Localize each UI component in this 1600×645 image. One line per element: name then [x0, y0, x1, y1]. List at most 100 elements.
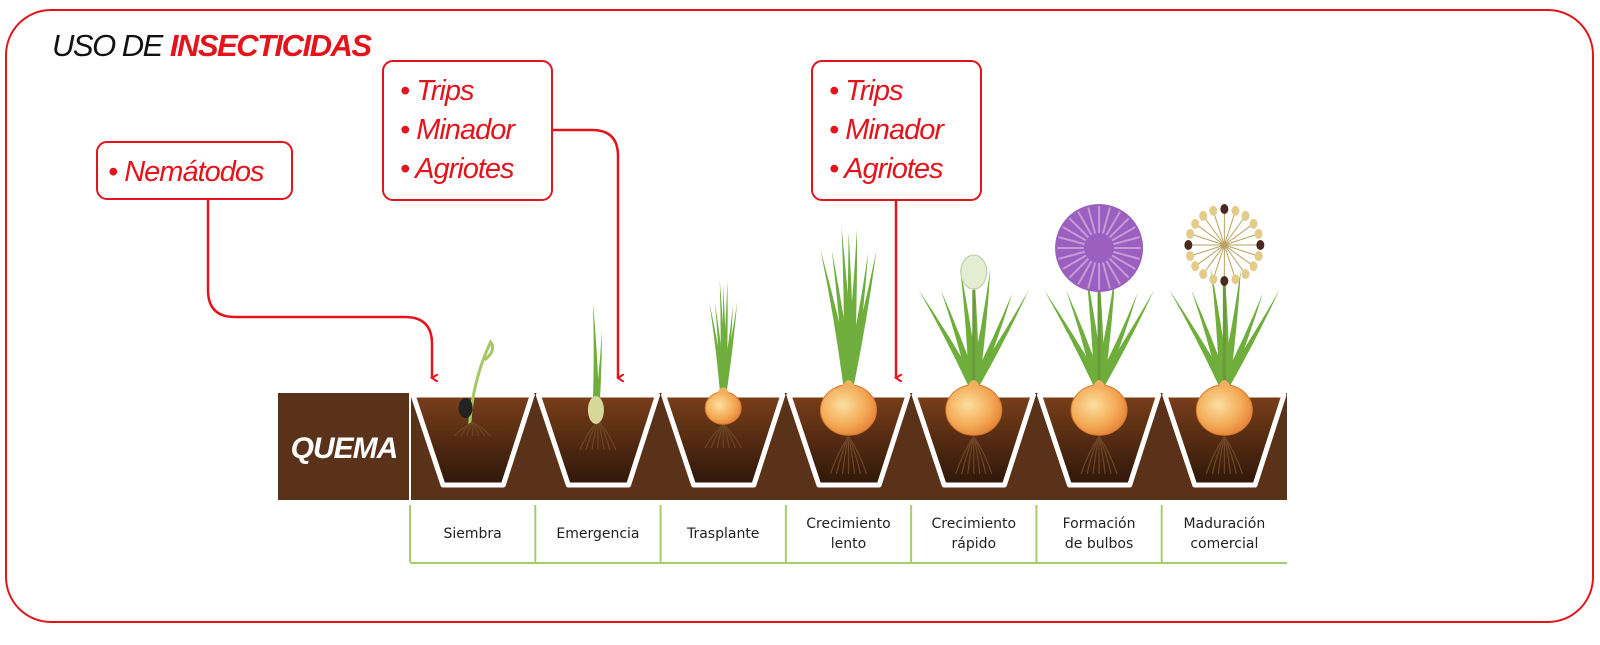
seed-pod [1191, 261, 1200, 272]
leaf [595, 330, 602, 400]
stage-text: rápido [951, 536, 996, 552]
title-prefix: USO DE [52, 28, 164, 63]
connector-arrow [206, 199, 432, 378]
callout-box [96, 141, 293, 200]
callout-emergencia: • Trips • Minador • Agriotes [382, 60, 618, 378]
stage-label-0: Siembra [409, 505, 502, 562]
leaf [968, 269, 991, 387]
pest-item: • Agriotes [829, 153, 943, 185]
root [1223, 435, 1231, 475]
seed-stalk [1224, 244, 1259, 257]
root [841, 435, 850, 475]
petal [1108, 257, 1130, 279]
flower-bud [960, 254, 988, 290]
stage-label-5: Formación de bulbos [1035, 505, 1136, 562]
seed-pod [1256, 240, 1265, 250]
petal [1111, 254, 1136, 270]
small-bulb [587, 396, 604, 424]
hole-outline [410, 392, 535, 488]
seed-pod [1241, 210, 1250, 221]
root [472, 421, 492, 437]
onion-bulb [820, 384, 877, 436]
callout-nematodos: • Nemátodos [96, 141, 432, 378]
root [1098, 435, 1106, 475]
root [716, 423, 724, 449]
seed-stalk [1223, 215, 1246, 246]
sprout [468, 339, 495, 426]
seed-pod [1209, 205, 1218, 216]
root [973, 435, 993, 475]
stage-text: Siembra [444, 526, 502, 542]
pest-item: • Minador [829, 114, 945, 146]
seed [458, 398, 473, 418]
pest-item: • Trips [829, 75, 903, 107]
outer-frame [5, 9, 1594, 623]
root [597, 419, 617, 451]
stage-label-1: Emergencia [534, 505, 640, 562]
onion-bulb [704, 391, 742, 425]
root [1223, 435, 1243, 475]
plant-stage-4 [918, 254, 1029, 475]
seed-stalk [1189, 233, 1225, 246]
root [1092, 435, 1100, 475]
petal [1087, 207, 1097, 234]
seed-stalk [1223, 244, 1236, 280]
stage-text: lento [831, 536, 866, 552]
petal [1105, 211, 1121, 236]
stage-text: Formación [1063, 516, 1136, 532]
stage-label-3: Crecimiento lento [784, 505, 891, 562]
root [1086, 435, 1100, 475]
seed-pod [1209, 274, 1218, 285]
bulb-neck [967, 380, 980, 387]
root [967, 435, 975, 475]
stage-text: de bulbos [1065, 536, 1133, 552]
pest-item: • Minador [400, 114, 516, 146]
root [1217, 435, 1225, 475]
plant-stage-5 [1044, 204, 1155, 475]
root [961, 435, 975, 475]
plant-stage-0 [454, 339, 495, 437]
onion-bulb [1195, 384, 1253, 436]
petal [1068, 257, 1090, 279]
petal [1108, 217, 1130, 239]
seed-stalk [1194, 223, 1225, 246]
root [847, 435, 856, 475]
root [847, 435, 868, 475]
petal [1068, 217, 1090, 239]
onion-bulb [1070, 384, 1128, 436]
stage-text: Crecimiento [806, 516, 891, 532]
plant-stage-3 [820, 227, 877, 475]
leaf [720, 302, 738, 395]
seed-stalk [1224, 244, 1254, 267]
bulb-neck [717, 387, 730, 393]
petal [1062, 226, 1087, 242]
seed-pod [1241, 269, 1250, 280]
seed-pod [1199, 210, 1208, 221]
pest-item: • Nemátodos [108, 156, 264, 188]
root [722, 423, 742, 449]
bulb-neck [842, 380, 855, 387]
seed-pod [1231, 274, 1240, 285]
root [835, 435, 850, 475]
stage-label-2: Trasplante [659, 505, 759, 562]
petal [1113, 250, 1140, 260]
seed-pod [1184, 240, 1193, 250]
seed-pod [1199, 269, 1208, 280]
seed-pod [1191, 218, 1200, 229]
plant-stage-6 [1169, 204, 1280, 475]
seed-pod [1186, 251, 1195, 262]
root [973, 435, 981, 475]
petal [1113, 236, 1140, 246]
leaf [592, 303, 599, 400]
stage-text: Crecimiento [932, 516, 1017, 532]
seed-pod [1254, 251, 1263, 262]
petal [1111, 226, 1136, 242]
seed-stalk [1224, 223, 1254, 246]
petal [1101, 262, 1111, 289]
plant-stage-2 [704, 279, 742, 449]
root [710, 423, 724, 449]
leaf [1094, 269, 1116, 387]
